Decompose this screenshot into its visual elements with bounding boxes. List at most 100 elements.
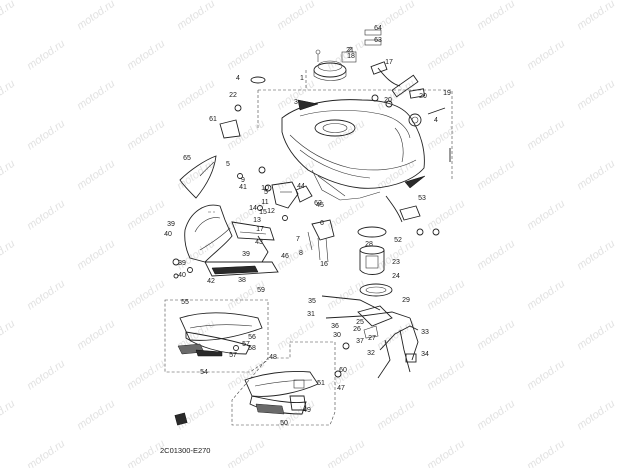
- callout-51: 51: [317, 380, 325, 387]
- callout-29: 29: [402, 297, 410, 304]
- callout-5: 5: [226, 161, 230, 168]
- callout-7: 7: [296, 236, 300, 243]
- callout-17: 17: [385, 59, 393, 66]
- watermark-text: motod.ru: [75, 318, 117, 353]
- callout-45: 45: [316, 202, 324, 209]
- callout-60: 60: [339, 367, 347, 374]
- watermark-text: motod.ru: [225, 278, 267, 313]
- callout-6: 6: [320, 220, 324, 227]
- watermark-text: motod.ru: [425, 358, 467, 393]
- callout-54: 54: [200, 369, 208, 376]
- callout-40: 40: [164, 231, 172, 238]
- watermark-text: motod.ru: [325, 278, 367, 313]
- watermark-text: motod.ru: [25, 358, 67, 393]
- callout-10: 10: [261, 185, 269, 192]
- watermark-text: motod.ru: [225, 438, 267, 468]
- watermark-text: motod.ru: [275, 318, 317, 353]
- callout-23: 23: [392, 259, 400, 266]
- callout-39: 39: [242, 251, 250, 258]
- callout-42: 42: [207, 278, 215, 285]
- watermark-text: motod.ru: [175, 0, 217, 32]
- air-duct-assembly: [184, 204, 279, 277]
- callout-25: 25: [356, 319, 364, 326]
- callout-62: 62: [314, 200, 322, 207]
- watermark-text: motod.ru: [75, 398, 117, 433]
- callout-20: 20: [384, 97, 392, 104]
- watermark-text: motod.ru: [275, 158, 317, 193]
- callout-20: 20: [419, 93, 427, 100]
- callout-36: 36: [331, 323, 339, 330]
- callout-13: 13: [253, 217, 261, 224]
- callout-48: 48: [269, 354, 277, 361]
- watermark-text: motod.ru: [325, 38, 367, 73]
- watermark-text: motod.ru: [275, 0, 317, 32]
- fuel-tank: [281, 99, 426, 201]
- watermark-text: motod.ru: [525, 38, 567, 73]
- callout-28: 28: [365, 241, 373, 248]
- callout-39: 39: [167, 221, 175, 228]
- watermark-text: motod.ru: [25, 438, 67, 468]
- callout-16: 16: [320, 261, 328, 268]
- watermark-text: motod.ru: [275, 398, 317, 433]
- watermark-text: motod.ru: [525, 358, 567, 393]
- watermark-text: motod.ru: [375, 318, 417, 353]
- callout-39: 39: [178, 260, 186, 267]
- watermark-text: motod.ru: [125, 198, 167, 233]
- callout-26: 26: [353, 326, 361, 333]
- callout-61: 61: [209, 116, 217, 123]
- watermark-text: motod.ru: [425, 438, 467, 468]
- callout-57: 57: [242, 341, 250, 348]
- callout-55: 55: [181, 299, 189, 306]
- watermark-text: motod.ru: [175, 78, 217, 113]
- callout-30: 30: [333, 332, 341, 339]
- watermark-text: motod.ru: [525, 118, 567, 153]
- callout-14: 14: [249, 205, 257, 212]
- callout-12: 12: [267, 208, 275, 215]
- watermark-text: motod.ru: [575, 238, 617, 273]
- side-cover-left: [179, 104, 242, 199]
- watermark-text: motod.ru: [25, 278, 67, 313]
- watermark-text: motod.ru: [275, 78, 317, 113]
- callout-58: 58: [248, 345, 256, 352]
- watermark-text: motod.ru: [75, 0, 117, 32]
- watermark-text: motod.ru: [0, 318, 17, 353]
- callout-22: 22: [229, 92, 237, 99]
- callout-46: 46: [281, 253, 289, 260]
- side-cover-assembly-left: [177, 312, 263, 357]
- callout-63: 63: [374, 37, 382, 44]
- watermark-text: motod.ru: [475, 78, 517, 113]
- callout-64: 64: [374, 25, 382, 32]
- watermark-text: motod.ru: [125, 278, 167, 313]
- watermark-text: motod.ru: [0, 398, 17, 433]
- watermark-text: motod.ru: [0, 158, 17, 193]
- watermark-text: motod.ru: [525, 278, 567, 313]
- callout-8: 8: [299, 250, 303, 257]
- watermark-text: motod.ru: [575, 0, 617, 32]
- callout-34: 34: [421, 351, 429, 358]
- watermark-text: motod.ru: [225, 118, 267, 153]
- callout-2: 2: [348, 47, 352, 54]
- callout-49: 49: [303, 407, 311, 414]
- mounting-brackets: [172, 166, 335, 279]
- callout-65: 65: [183, 155, 191, 162]
- watermark-text: motod.ru: [575, 78, 617, 113]
- watermark-text: motod.ru: [0, 238, 17, 273]
- watermark-text: motod.ru: [75, 78, 117, 113]
- callout-35: 35: [308, 298, 316, 305]
- callout-38: 38: [238, 277, 246, 284]
- watermark-text: motod.ru: [25, 198, 67, 233]
- callout-44: 44: [297, 183, 305, 190]
- watermark-text: motod.ru: [575, 158, 617, 193]
- callout-3: 3: [294, 99, 298, 106]
- callout-50: 50: [280, 420, 288, 427]
- callout-31: 31: [307, 311, 315, 318]
- watermark-text: motod.ru: [575, 398, 617, 433]
- watermark-text: motod.ru: [475, 0, 517, 32]
- watermark-text: motod.ru: [375, 398, 417, 433]
- watermark-text: motod.ru: [75, 238, 117, 273]
- watermark-text: motod.ru: [425, 278, 467, 313]
- watermark-text: motod.ru: [425, 118, 467, 153]
- callout-57: 57: [229, 352, 237, 359]
